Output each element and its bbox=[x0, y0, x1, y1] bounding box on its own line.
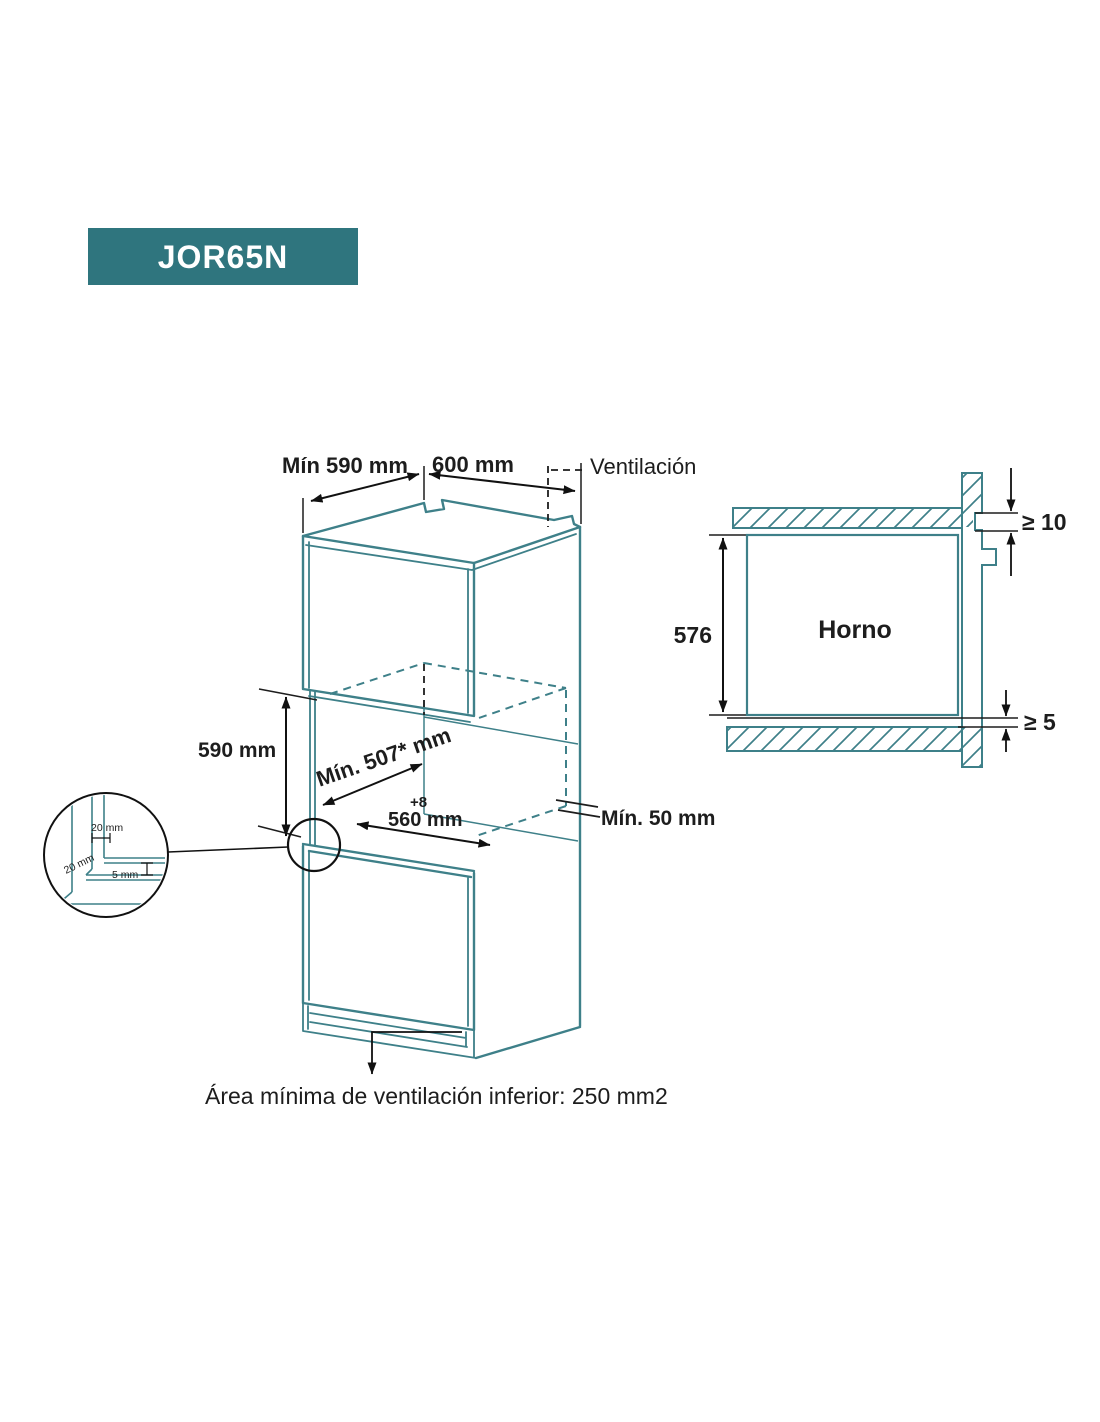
hidden-edges bbox=[329, 662, 567, 837]
magnifier-detail: 20 mm 20 mm 5 mm bbox=[43, 792, 342, 918]
model-badge-bg bbox=[88, 228, 358, 285]
oven-label: Horno bbox=[818, 616, 892, 644]
detail-source-circle bbox=[286, 817, 342, 873]
cabinet-outline bbox=[301, 498, 582, 1060]
top-clearance-label: ≥ 10 bbox=[1022, 509, 1067, 535]
ventilation-dashed-line bbox=[423, 466, 585, 715]
ventilation-label: Ventilación bbox=[590, 454, 696, 479]
clearance-arrows bbox=[1001, 468, 1016, 752]
section-frame-hatch-bottom bbox=[962, 727, 982, 767]
niche-depth-label: Mín. 507* mm bbox=[313, 722, 454, 791]
bottom-vent-label: Área mínima de ventilación inferior: 250… bbox=[205, 1083, 668, 1109]
niche-width-tolerance: +8 bbox=[410, 794, 427, 811]
niche-height-label: 590 mm bbox=[198, 739, 276, 762]
frame-notch bbox=[973, 512, 983, 532]
section-oven-box bbox=[745, 533, 960, 717]
top-width-label: Mín 590 mm bbox=[282, 453, 408, 478]
section-view: Horno 576 ≥ 10 ≥ 5 bbox=[674, 472, 1067, 768]
niche-interior-lines bbox=[423, 700, 579, 842]
model-badge: JOR65N bbox=[88, 228, 358, 285]
rear-gap-mark bbox=[555, 799, 601, 818]
clearance-lines bbox=[727, 512, 1018, 728]
top-depth-label: 600 mm bbox=[432, 452, 514, 477]
detail-corner-lines bbox=[57, 795, 165, 905]
bottom-clearance-label: ≥ 5 bbox=[1024, 709, 1056, 735]
rear-clearance-label: Mín. 50 mm bbox=[601, 807, 715, 830]
dimension-arrows bbox=[281, 470, 728, 848]
detail-top-gap-label: 20 mm bbox=[91, 822, 123, 834]
model-badge-label: JOR65N bbox=[158, 239, 289, 275]
detail-dim-marks bbox=[91, 833, 153, 876]
section-top-panel bbox=[732, 507, 963, 529]
section-bottom-panel bbox=[726, 726, 963, 752]
oven-height-label: 576 bbox=[674, 622, 712, 648]
magnifier-circle bbox=[43, 792, 169, 918]
extension-lines bbox=[257, 463, 748, 838]
bottom-vent-leader bbox=[367, 1031, 462, 1075]
niche-width-label: 560 mm bbox=[388, 809, 463, 831]
detail-front-gap-label: 5 mm bbox=[112, 869, 139, 881]
magnifier-leader bbox=[167, 846, 289, 853]
